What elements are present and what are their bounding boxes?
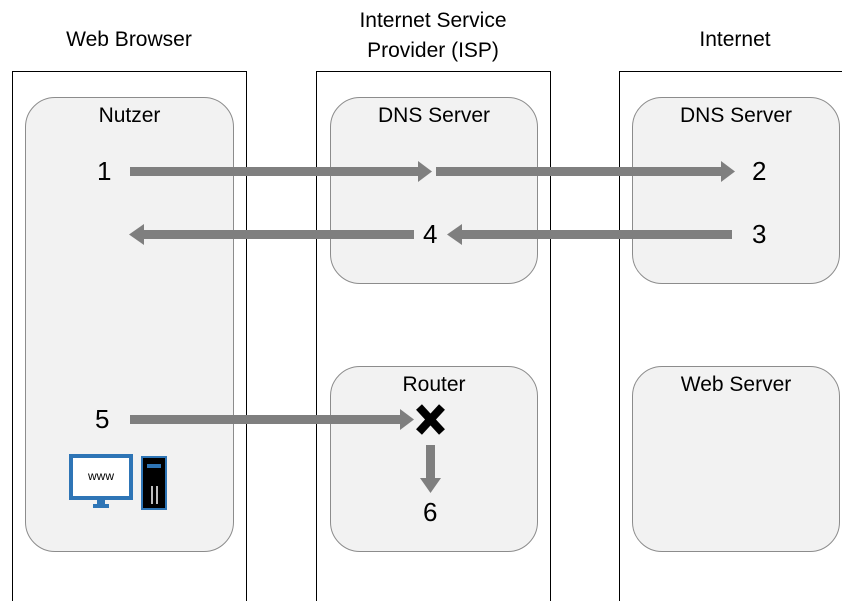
isp-column: [316, 71, 551, 601]
arrow-router-down-to-step-6: [420, 445, 441, 493]
arrow-step-1-to-isp-dns: [130, 161, 432, 182]
blocked-x-icon: [416, 404, 445, 435]
step-6: 6: [423, 497, 438, 527]
tower-slot-2: [156, 486, 158, 504]
web-server-label: Web Server: [680, 373, 792, 396]
monitor-icon: www: [69, 454, 133, 500]
isp-column-title: Internet Service Provider (ISP): [316, 6, 550, 66]
web-server-box: Web Server: [632, 366, 840, 552]
internet-column-title: Internet: [699, 28, 771, 51]
arrow-isp-dns-to-internet-dns: [436, 161, 735, 182]
step-1: 1: [97, 156, 112, 186]
monitor-stand: [97, 500, 105, 504]
router-label: Router: [402, 373, 466, 396]
internet-dns-server-box: DNS Server: [632, 97, 840, 284]
arrow-step-3-to-step-4: [447, 224, 732, 245]
step-4: 4: [423, 219, 438, 249]
isp-title-line-2: Provider (ISP): [367, 39, 499, 62]
nutzer-label: Nutzer: [98, 104, 161, 127]
step-3: 3: [752, 219, 767, 249]
arrow-step-4-to-browser: [129, 224, 414, 245]
isp-title-line-1: Internet Service: [359, 9, 507, 32]
computer-icon: www: [69, 454, 169, 510]
internet-dns-server-label: DNS Server: [679, 104, 793, 127]
web-browser-column: [12, 71, 247, 601]
flow-arrows: [129, 161, 735, 493]
isp-dns-server-label: DNS Server: [377, 104, 491, 127]
step-5: 5: [95, 404, 110, 434]
monitor-screen-label: www: [88, 469, 114, 483]
web-browser-column-title: Web Browser: [66, 28, 192, 51]
monitor-base: [93, 504, 109, 508]
internet-column: [619, 71, 842, 601]
tower-slot-1: [151, 486, 153, 504]
arrow-step-5-to-router: [130, 409, 414, 430]
tower-drive: [147, 464, 161, 468]
tower-icon: [141, 456, 167, 510]
isp-dns-server-box: DNS Server: [330, 97, 538, 284]
step-2: 2: [752, 156, 767, 186]
